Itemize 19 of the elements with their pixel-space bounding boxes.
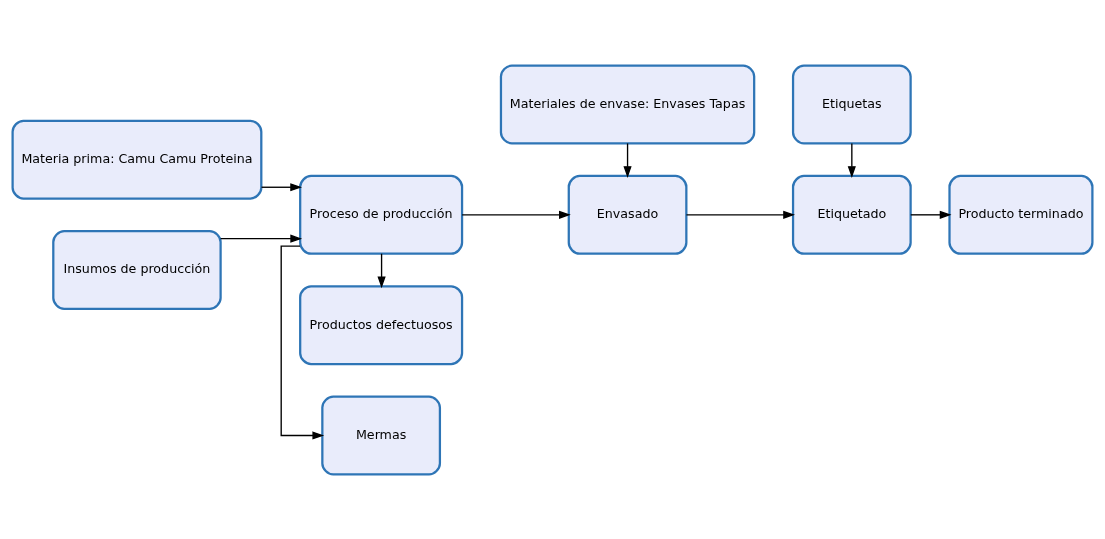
node-box: Mermas [321, 395, 442, 475]
arrow [280, 245, 325, 440]
arrow [685, 210, 795, 219]
node-box: Productos defectuosos [299, 284, 464, 365]
node-box: Etiquetas [791, 64, 912, 144]
arrow [847, 142, 856, 178]
node-box: Insumos de producción [52, 229, 222, 310]
node-box: Etiquetado [791, 174, 912, 255]
node-box: Producto terminado [948, 174, 1094, 255]
arrow [461, 210, 571, 219]
arrow [219, 234, 303, 243]
node-box: Materia prima: Camu Camu Proteina [11, 119, 263, 200]
arrow [260, 182, 303, 191]
node-box: Envasado [567, 174, 688, 255]
node-box: Proceso de producción [299, 174, 464, 255]
arrow [910, 210, 952, 219]
arrow [623, 142, 632, 178]
arrow [377, 252, 386, 288]
node-box: Materiales de envase: Envases Tapas [499, 64, 756, 144]
